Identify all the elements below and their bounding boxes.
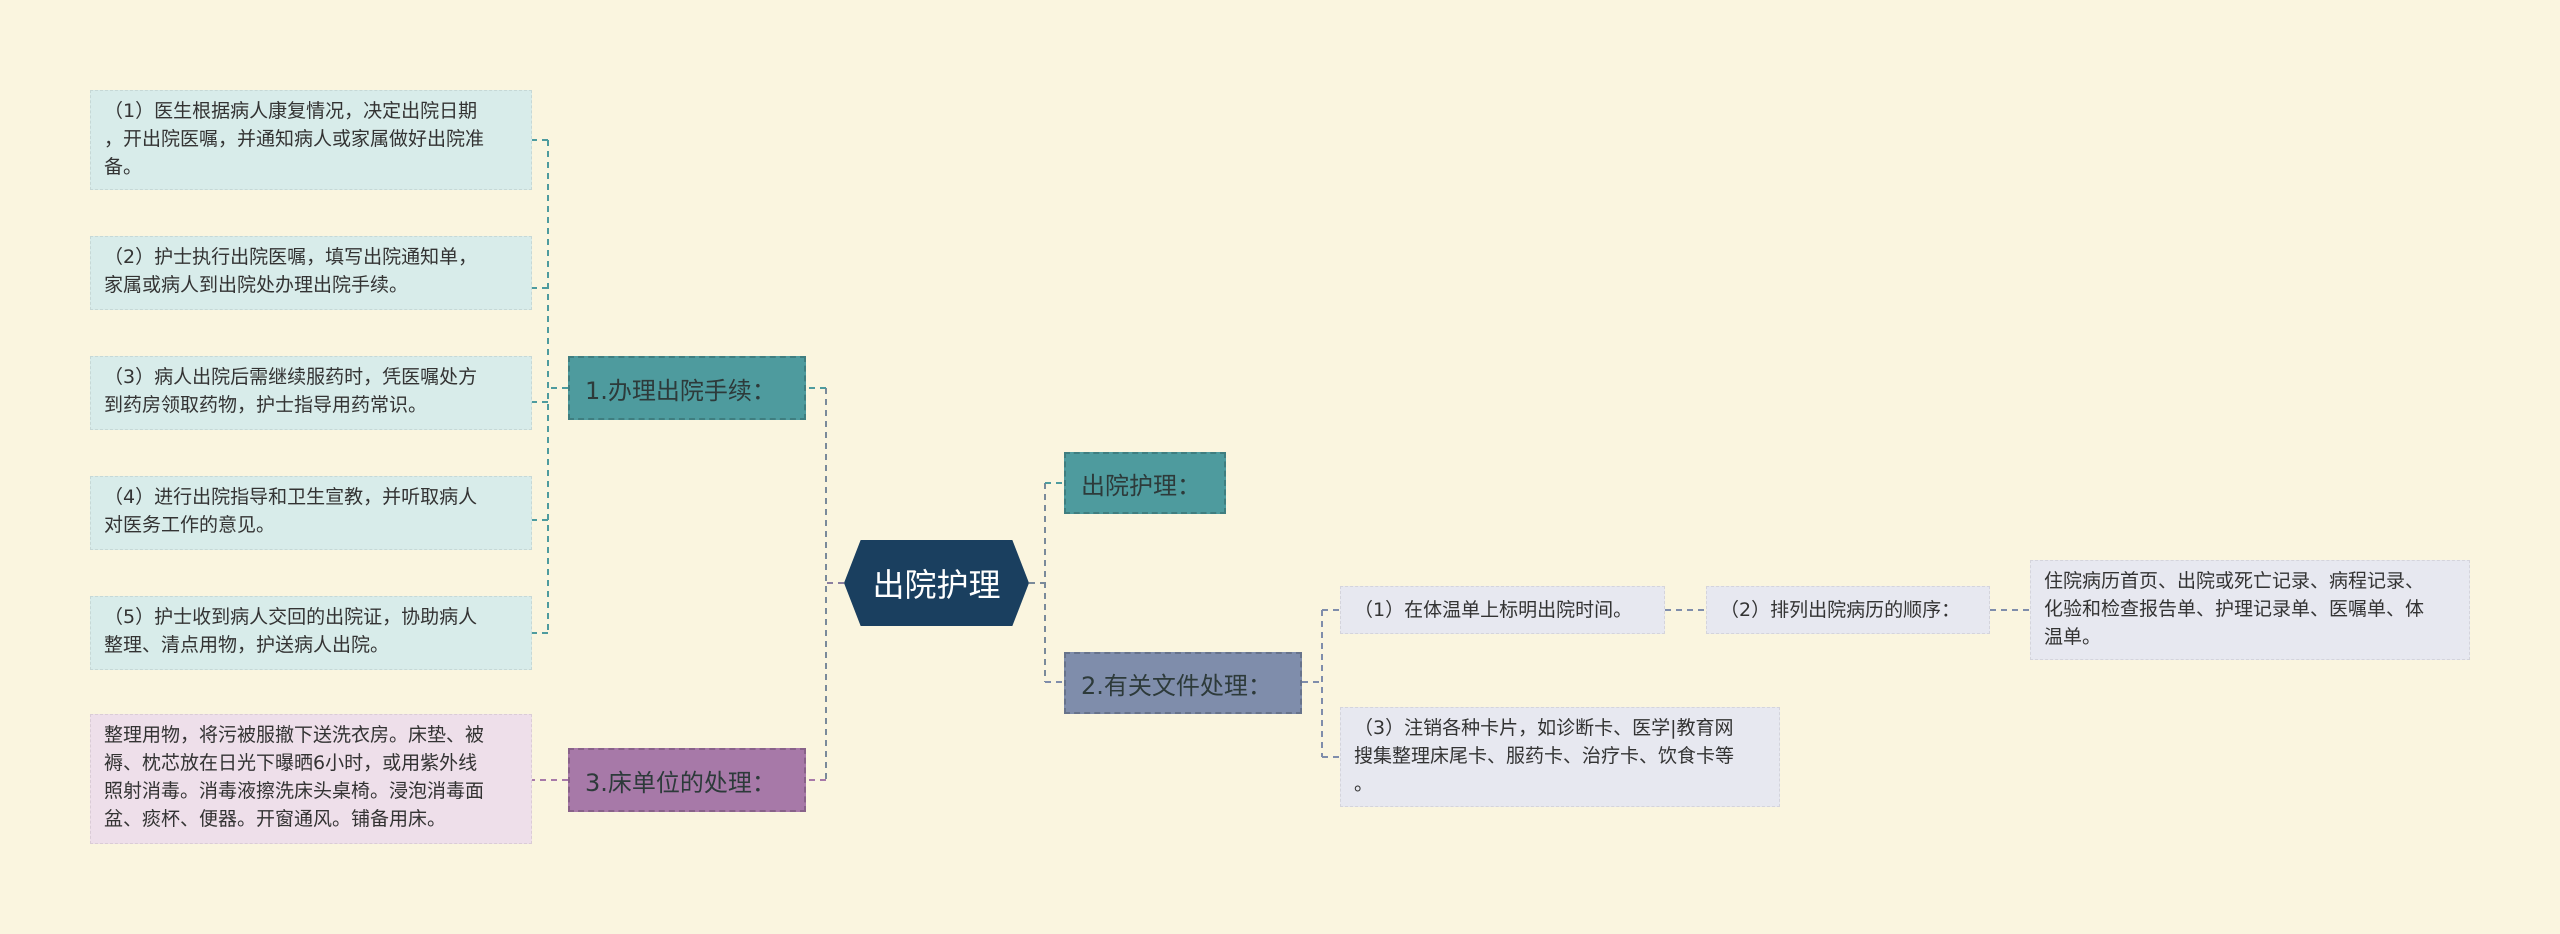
central-topic-label: 出院护理 [872,566,1001,604]
branch-label: 1.办理出院手续： [585,376,776,405]
leaf-bed-unit[interactable]: 整理用物，将污被服撤下送洗衣房。床垫、被 褥、枕芯放在日光下曝晒6小时，或用紫外… [90,714,532,844]
leaf-documents-3[interactable]: （3）注销各种卡片，如诊断卡、医学|教育网 搜集整理床尾卡、服药卡、治疗卡、饮食… [1340,707,1780,807]
branch-label: 2.有关文件处理： [1081,671,1272,700]
leaf-documents-1[interactable]: （1）在体温单上标明出院时间。 [1340,586,1665,634]
leaf-documents-2-detail[interactable]: 住院病历首页、出院或死亡记录、病程记录、 化验和检查报告单、护理记录单、医嘱单、… [2030,560,2470,660]
leaf-discharge-2[interactable]: （2）护士执行出院医嘱，填写出院通知单， 家属或病人到出院处办理出院手续。 [90,236,532,310]
leaf-discharge-1[interactable]: （1）医生根据病人康复情况，决定出院日期 ，开出院医嘱，并通知病人或家属做好出院… [90,90,532,190]
branch-label: 3.床单位的处理： [585,768,776,797]
branch-discharge-nursing[interactable]: 出院护理： [1064,452,1226,514]
branch-discharge-procedures[interactable]: 1.办理出院手续： [568,356,806,420]
branch-documents[interactable]: 2.有关文件处理： [1064,652,1302,714]
branch-bed-unit[interactable]: 3.床单位的处理： [568,748,806,812]
central-topic[interactable]: 出院护理 [844,540,1029,626]
branch-label: 出院护理： [1081,471,1201,500]
leaf-discharge-3[interactable]: （3）病人出院后需继续服药时，凭医嘱处方 到药房领取药物，护士指导用药常识。 [90,356,532,430]
leaf-documents-2[interactable]: （2）排列出院病历的顺序： [1706,586,1990,634]
leaf-discharge-4[interactable]: （4）进行出院指导和卫生宣教，并听取病人 对医务工作的意见。 [90,476,532,550]
leaf-discharge-5[interactable]: （5）护士收到病人交回的出院证，协助病人 整理、清点用物，护送病人出院。 [90,596,532,670]
